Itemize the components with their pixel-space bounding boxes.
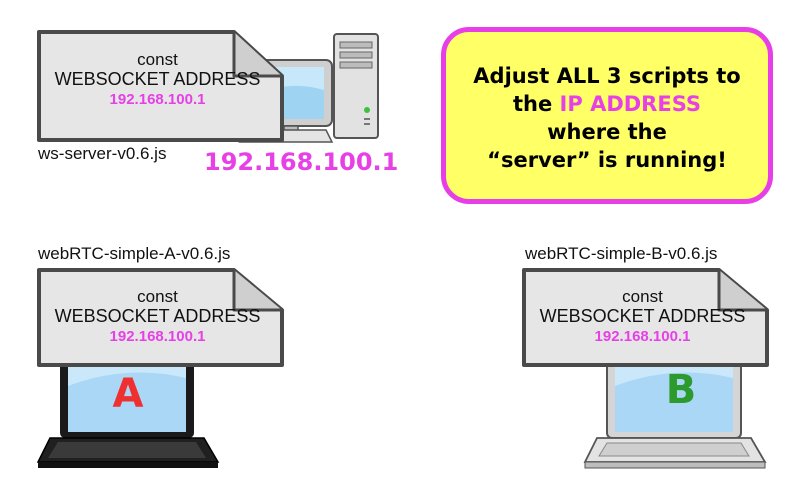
client-a-filename: webRTC-simple-A-v0.6.js: [38, 244, 231, 263]
client-a-letter: A: [112, 371, 144, 417]
client-b-filename: webRTC-simple-B-v0.6.js: [525, 244, 718, 263]
callout-line-1: Adjust ALL 3 scripts to: [473, 64, 741, 88]
note-variable-name: WEBSOCKET ADDRESS: [54, 69, 261, 89]
note-keyword: const: [137, 287, 178, 306]
client-b-script-note: const WEBSOCKET ADDRESS 192.168.100.1: [525, 287, 760, 347]
document-note-icon: [37, 268, 284, 367]
note-ip-value: 192.168.100.1: [594, 328, 691, 345]
document-note-icon: [522, 268, 769, 367]
note-variable-name: WEBSOCKET ADDRESS: [539, 306, 746, 326]
callout-highlight: IP ADDRESS: [559, 92, 701, 116]
callout-line-2-prefix: the: [513, 92, 560, 116]
note-ip-value: 192.168.100.1: [109, 91, 206, 108]
server-filename: ws-server-v0.6.js: [38, 144, 167, 163]
server-ip-address: 192.168.100.1: [204, 148, 399, 176]
callout-line-2: the IP ADDRESS: [446, 90, 768, 118]
document-note-icon: [37, 30, 284, 142]
client-b-letter: B: [665, 367, 697, 413]
note-keyword: const: [622, 287, 663, 306]
client-a-script-note: const WEBSOCKET ADDRESS 192.168.100.1: [40, 287, 275, 347]
server-script-note: const WEBSOCKET ADDRESS 192.168.100.1: [40, 50, 275, 110]
callout-line-4: “server” is running!: [487, 148, 727, 172]
instruction-callout: Adjust ALL 3 scripts to the IP ADDRESS w…: [441, 27, 773, 204]
note-variable-name: WEBSOCKET ADDRESS: [54, 306, 261, 326]
note-keyword: const: [137, 50, 178, 69]
note-ip-value: 192.168.100.1: [109, 328, 206, 345]
callout-line-3: where the: [547, 120, 667, 144]
